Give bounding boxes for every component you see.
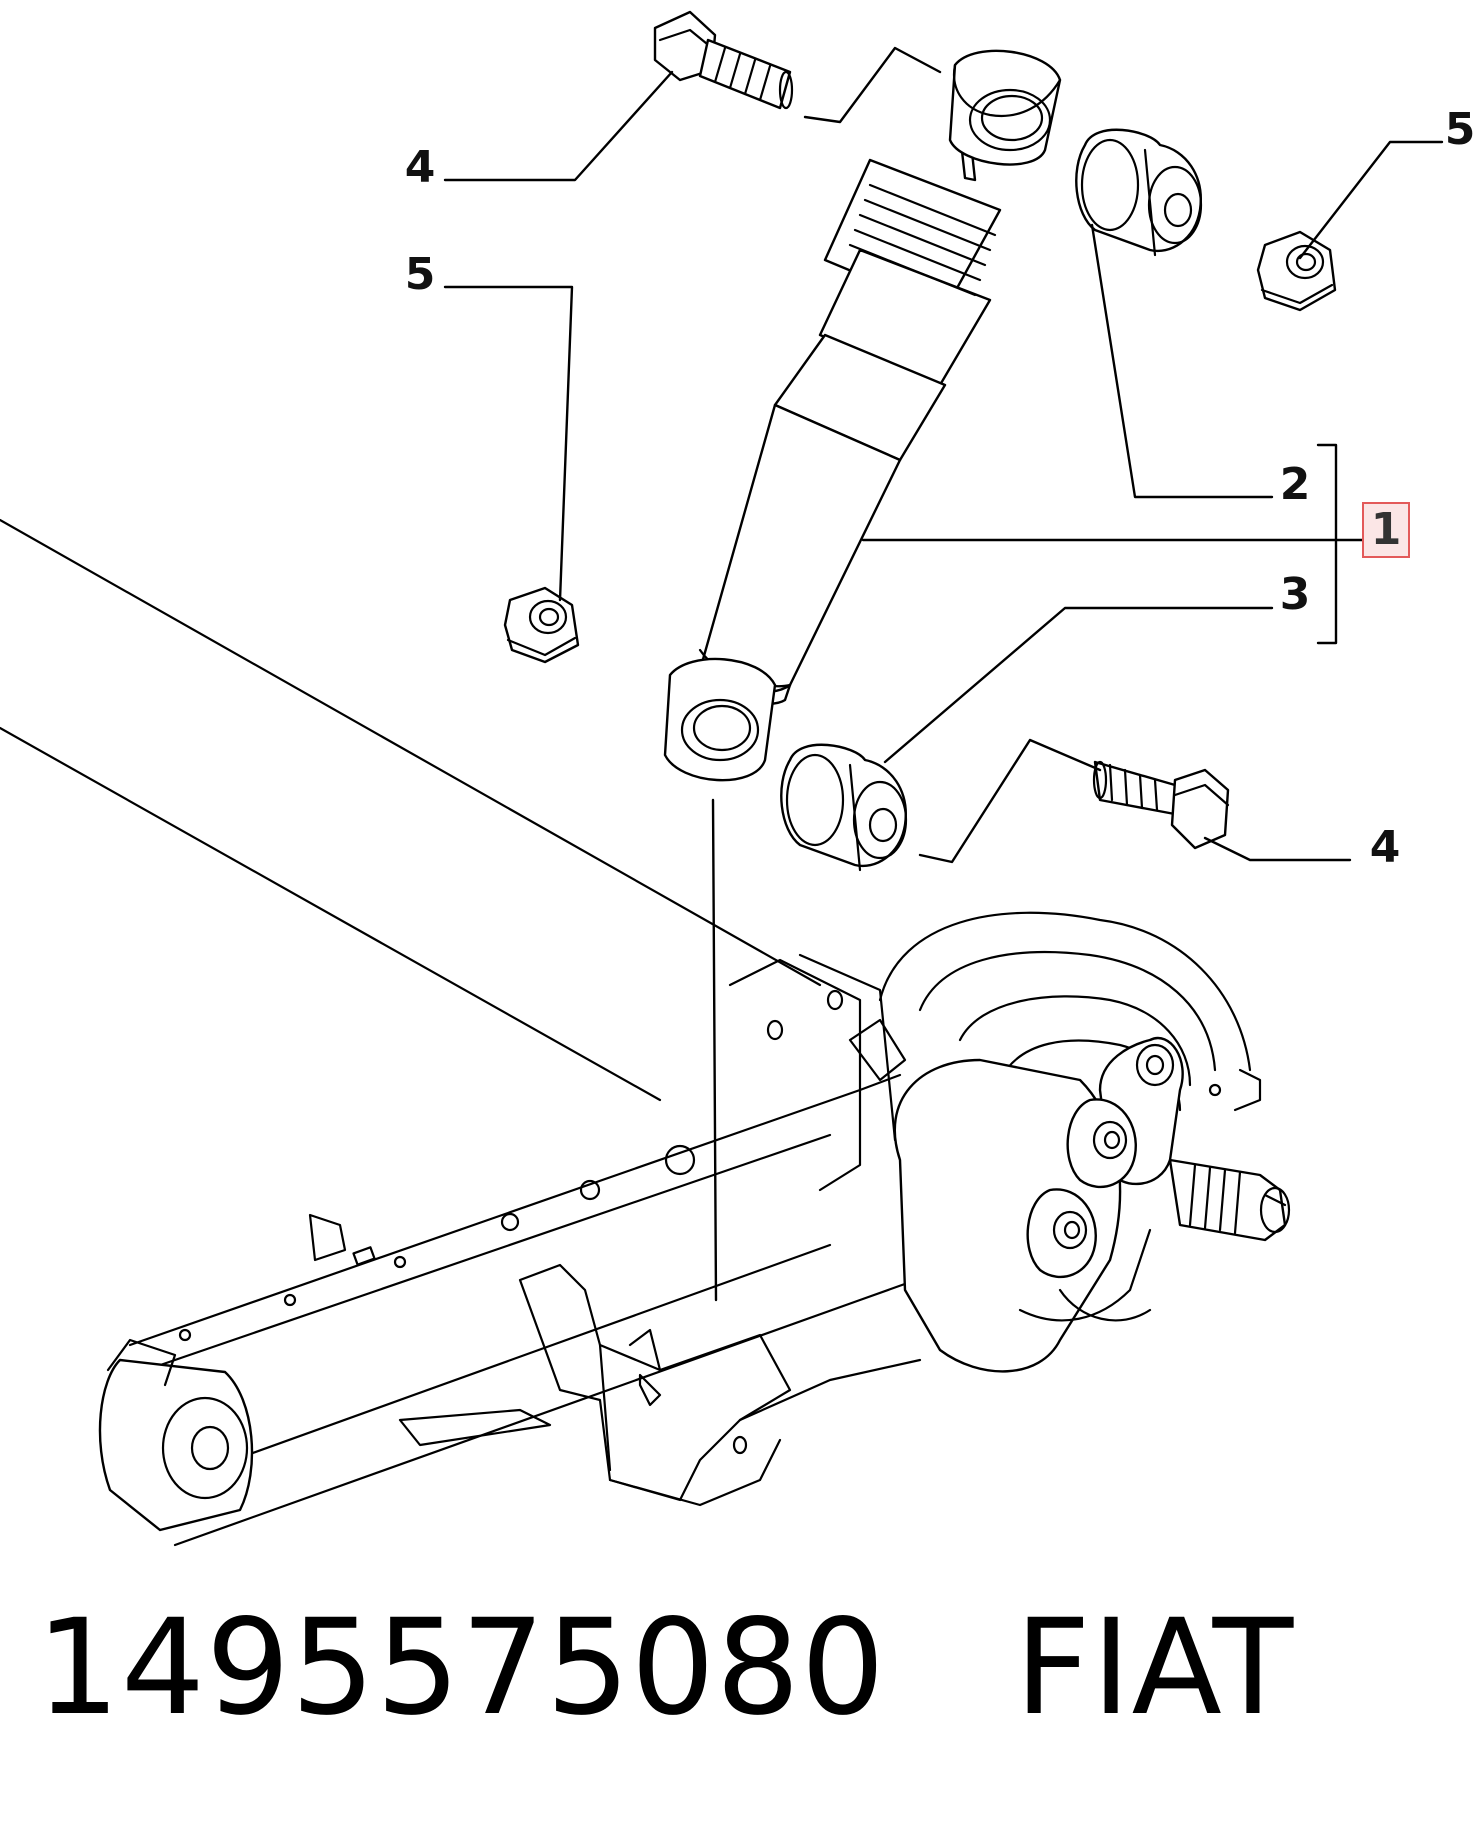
callout-nut-right: 5 — [1444, 104, 1476, 155]
brand-name: FIAT — [1014, 1591, 1295, 1745]
upper-bolt — [653, 10, 794, 110]
left-nut — [503, 586, 580, 664]
lower-bolt — [1092, 760, 1230, 850]
callout-bushing-upper: 2 — [1279, 459, 1311, 510]
callout-shock-absorber[interactable]: 1 — [1362, 502, 1410, 558]
part-number: 1495575080 — [36, 1591, 886, 1745]
wheel-hub-spindle — [878, 911, 1291, 1373]
lower-bushing — [780, 743, 908, 872]
right-nut — [1256, 230, 1337, 312]
callout-bolt-top: 4 — [404, 142, 436, 193]
lower-mount-bracket — [518, 953, 922, 1507]
callout-bushing-lower: 3 — [1279, 569, 1311, 620]
callout-bolt-bottom: 4 — [1369, 822, 1401, 873]
upper-bushing — [1075, 128, 1203, 257]
leader-lines — [443, 46, 1444, 1302]
callout-nut-left: 5 — [404, 249, 436, 300]
part-number-caption: 1495575080 FIAT — [36, 1598, 1294, 1738]
rear-axle-beam — [0, 518, 1002, 1547]
shock-absorber — [663, 49, 1062, 782]
